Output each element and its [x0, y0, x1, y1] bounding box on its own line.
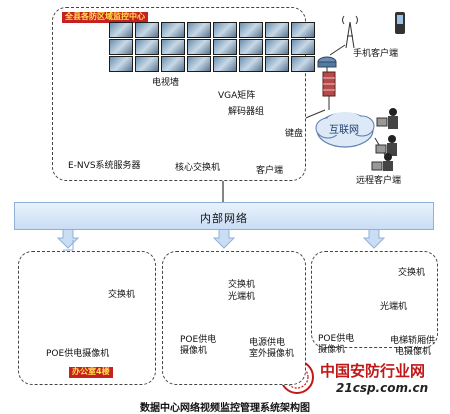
cell-tower-icon [342, 15, 358, 49]
tv-wall-label: 电视墙 [152, 78, 180, 88]
left-switch-label: 交换机 [108, 290, 136, 300]
middle-switch-label: 交换机 [228, 280, 256, 290]
left-zone-tag: 办公室4楼 [69, 367, 113, 378]
csp-logo-name: 中国安防行业网 [320, 362, 426, 380]
client-label: 客户端 [256, 166, 284, 176]
right-switch-label: 交换机 [398, 268, 426, 278]
remote-user-icon [376, 108, 398, 129]
vga-matrix-label: VGA矩阵 [218, 91, 256, 101]
diagram-caption: 数据中心网络视频监控管理系统架构图 [140, 403, 310, 414]
internal-network-bar: 内部网络 [14, 202, 434, 230]
nvs-server-label: E-NVS系统服务器 [68, 161, 141, 171]
outdoor-camera-label-1: 电源供电 [249, 338, 286, 348]
monitoring-center-tag: 全县各防区域监控中心 [62, 12, 148, 23]
remote-user-icon [375, 135, 397, 156]
left-zone-box [18, 251, 156, 385]
keyboard-label: 键盘 [285, 129, 304, 139]
right-zone-box [311, 251, 438, 348]
right-poe-camera-label-2: 摄像机 [318, 345, 346, 355]
router-icon [317, 56, 337, 72]
csp-logo-site: 21csp.com.cn [336, 381, 429, 395]
firewall-icon [322, 71, 336, 110]
right-poe-camera-label-1: POE供电 [318, 334, 355, 344]
left-poe-camera-label: POE供电摄像机 [46, 349, 110, 359]
middle-zone-box [162, 251, 306, 385]
remote-client-label: 远程客户端 [356, 176, 402, 186]
internal-network-label: 内部网络 [200, 212, 248, 225]
network-arrows [56, 227, 386, 251]
internet-label: 互联网 [329, 125, 359, 136]
internet-cloud-icon [315, 112, 375, 148]
elevator-camera-label-1: 电梯轿厢供 [390, 336, 436, 346]
middle-fiber-switch-label: 光端机 [228, 292, 256, 302]
outdoor-camera-label-2: 室外摄像机 [249, 349, 295, 359]
middle-poe-camera-label-1: POE供电 [180, 335, 217, 345]
elevator-camera-label-2: 电摄像机 [395, 347, 432, 357]
tv-wall-screens [109, 22, 315, 74]
core-switch-label: 核心交换机 [175, 163, 221, 173]
right-fiber-switch-label: 光端机 [380, 302, 408, 312]
mobile-client-label: 手机客户端 [353, 49, 399, 59]
remote-user-icon [371, 153, 393, 171]
middle-poe-camera-label-2: 摄像机 [180, 346, 208, 356]
decoder-group-label: 解码器组 [228, 107, 265, 117]
